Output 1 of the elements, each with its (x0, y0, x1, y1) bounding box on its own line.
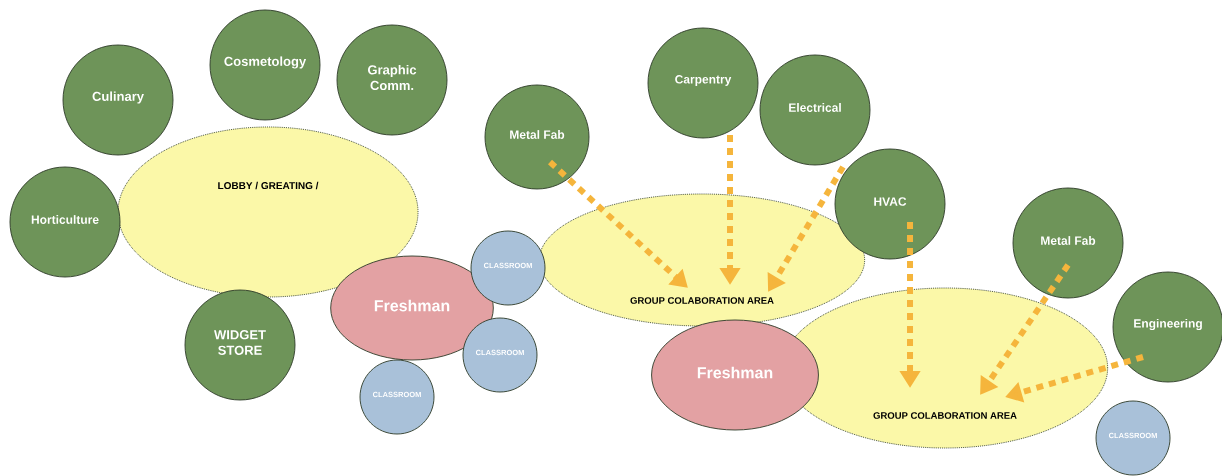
arrow (548, 159, 688, 288)
